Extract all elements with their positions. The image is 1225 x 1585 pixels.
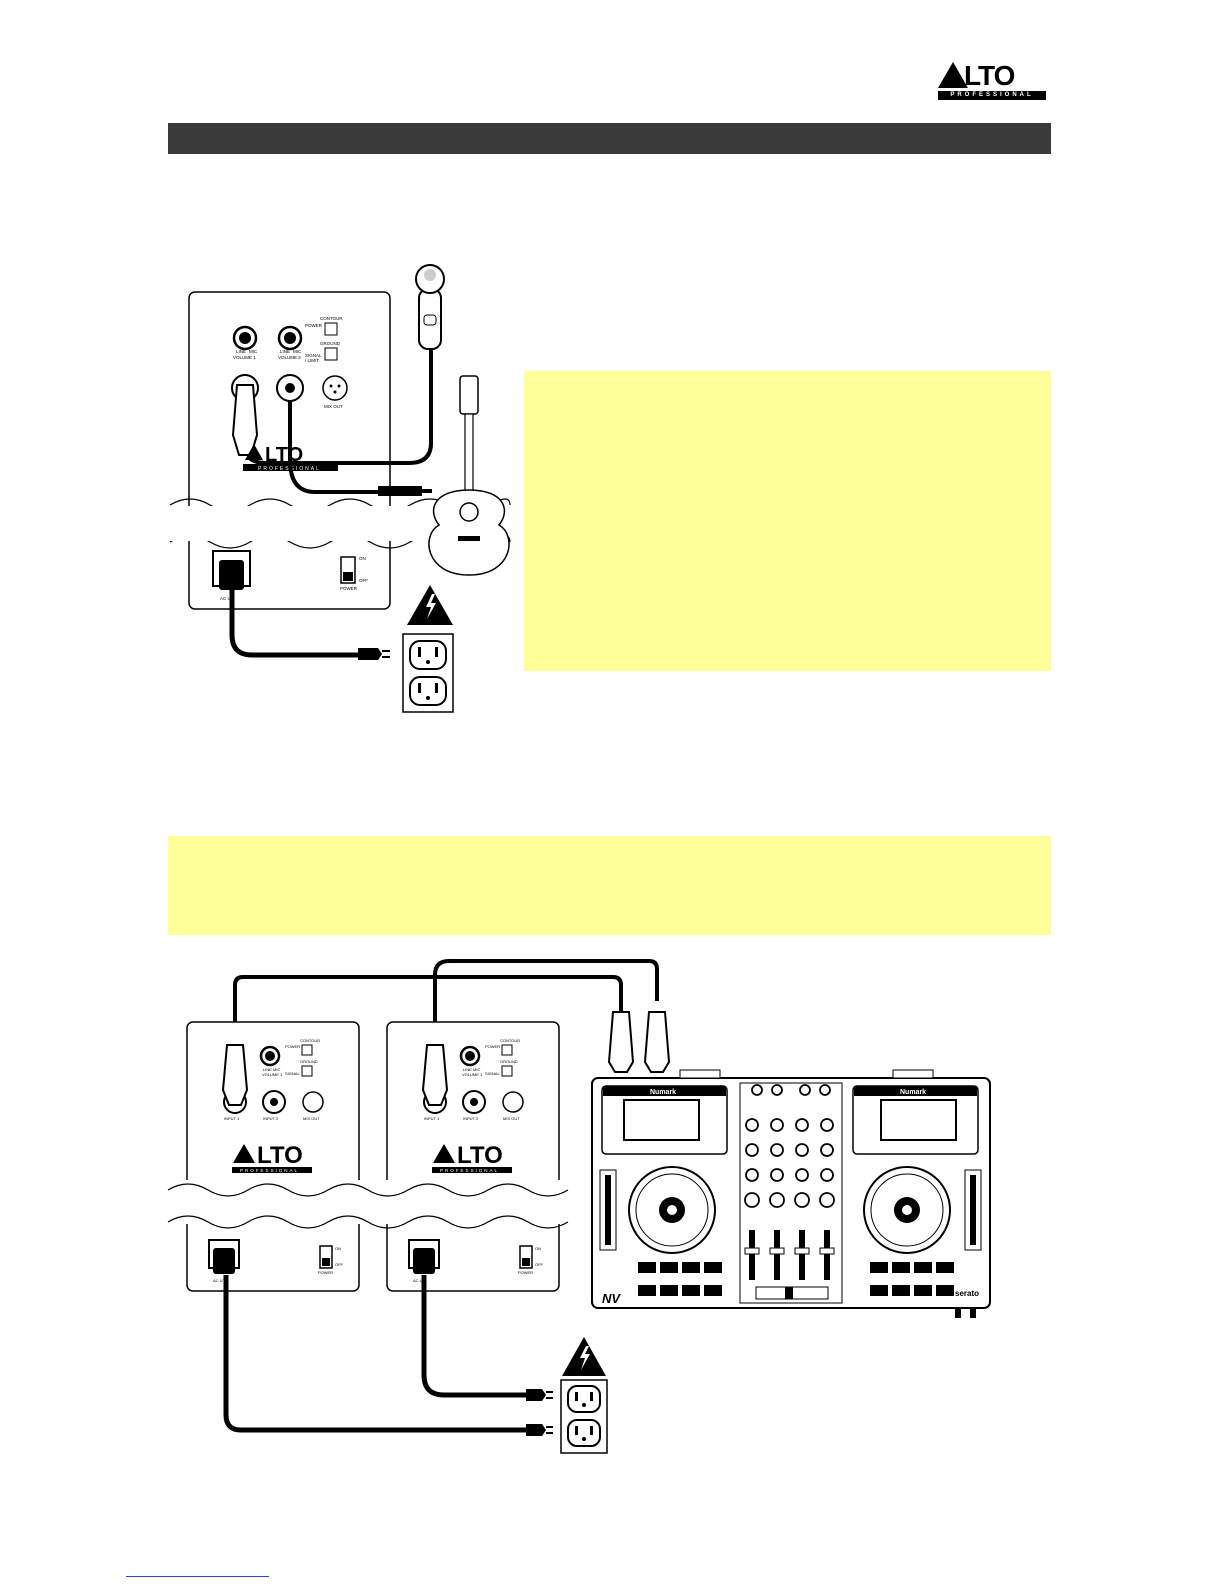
alto-logo: LTO PROFESSIONAL [938, 58, 1050, 102]
speaker-panel-left: LINE MIC VOLUME 1 POWER CONTOUR GROUND S… [186, 1021, 360, 1292]
label-powersw-a: POWER [318, 1270, 333, 1275]
label-signal-b: SIGNAL [485, 1071, 500, 1076]
label-volume1: VOLUME 1 [233, 355, 256, 360]
label-mixout-a: MIX OUT [303, 1116, 320, 1121]
note-box [524, 371, 1051, 671]
logo-subtitle: PROFESSIONAL [938, 91, 1046, 100]
xlr-plug-controller-left-icon [607, 1011, 635, 1073]
mic-cable [247, 343, 433, 465]
label-on-b: ON [535, 1246, 541, 1251]
controller-model: NV [602, 1291, 621, 1306]
label-ac-b: AC UT [413, 1278, 426, 1283]
mix-out-jack-icon [322, 375, 348, 401]
label-signal: SIGNAL [305, 353, 322, 358]
speaker-panel-right: LINE MIC VOLUME 1 POWER CONTOUR GROUND S… [386, 1021, 560, 1292]
contour-switch-icon [324, 322, 338, 336]
logo-brand: LTO [964, 60, 1015, 91]
controller-brand-left: Numark [650, 1089, 676, 1096]
label-contour: CONTOUR [320, 316, 343, 321]
label-ac-input: AC UT [220, 596, 234, 601]
label-input1-b: INPUT 1 [424, 1116, 440, 1121]
xlr-cable-left [233, 975, 623, 1045]
label-power: POWER [305, 323, 323, 328]
label-powersw-b: POWER [518, 1270, 533, 1275]
xlr-cable-right [433, 959, 659, 1045]
label-contour-b: CONTOUR [500, 1038, 520, 1043]
controller-software: serato [955, 1289, 979, 1298]
label-mic-b: MIC [473, 1067, 480, 1072]
power-cable-b [421, 1275, 531, 1398]
power-cable-a [223, 1275, 531, 1433]
label-power-a: POWER [285, 1044, 300, 1049]
label-mic-2: MIC [293, 349, 302, 354]
label-power-switch: POWER [340, 586, 358, 591]
controller-brand-right: Numark [900, 1089, 926, 1096]
label-volume1-a: VOLUME 1 [262, 1072, 283, 1077]
label-off-a: OFF [335, 1262, 344, 1267]
power-cable-1 [229, 590, 362, 658]
label-ground-a: GROUND [300, 1059, 318, 1064]
section-header-bar [168, 123, 1051, 154]
label-mic-a: MIC [273, 1067, 280, 1072]
label-mixout-b: MIX OUT [503, 1116, 520, 1121]
label-on: ON [359, 556, 366, 561]
wavy-break [167, 1180, 570, 1229]
label-line-a: LINE [263, 1067, 272, 1072]
label-signal-a: SIGNAL [285, 1071, 300, 1076]
dj-controller: Numark Numark [591, 1069, 991, 1318]
label-ground: GROUND [320, 341, 341, 346]
guitar-icon [428, 375, 510, 576]
label-ac-a: AC UT [213, 1278, 226, 1283]
label-contour-a: CONTOUR [300, 1038, 320, 1043]
label-line-b: LINE [463, 1067, 472, 1072]
speaker-b-brand: LTO [457, 1142, 503, 1169]
footer-link-underline[interactable] [126, 1576, 269, 1577]
logo-triangle-icon [938, 62, 968, 88]
label-volume2: VOLUME 2 [278, 355, 301, 360]
ground-switch-icon [324, 347, 338, 361]
label-line-2: LINE [280, 349, 290, 354]
label-limit: / LIMIT [305, 358, 319, 363]
xlr-plug-controller-right-icon [643, 1011, 671, 1073]
label-off: OFF [359, 578, 368, 583]
guitar-cable [288, 400, 393, 494]
label-ground-b: GROUND [500, 1059, 518, 1064]
speaker1-professional: PROFESSIONAL [258, 466, 321, 472]
label-mic-1: MIC [249, 349, 258, 354]
note-band [168, 836, 1051, 935]
speaker-a-professional: PROFESSIONAL [240, 1168, 299, 1173]
label-volume1-b: VOLUME 1 [462, 1072, 483, 1077]
label-off-b: OFF [535, 1262, 544, 1267]
label-input2-b: INPUT 2 [463, 1116, 479, 1121]
label-mix-out: MIX OUT [324, 404, 343, 409]
speaker-b-professional: PROFESSIONAL [440, 1168, 499, 1173]
label-input1-a: INPUT 1 [224, 1116, 240, 1121]
guitar-plug-icon [378, 486, 422, 496]
label-power-b: POWER [485, 1044, 500, 1049]
label-line-1: LINE [236, 349, 246, 354]
label-on-a: ON [335, 1246, 341, 1251]
speaker-a-brand: LTO [257, 1142, 303, 1169]
label-input2-a: INPUT 2 [263, 1116, 279, 1121]
speaker1-brand: LTO [265, 444, 303, 466]
